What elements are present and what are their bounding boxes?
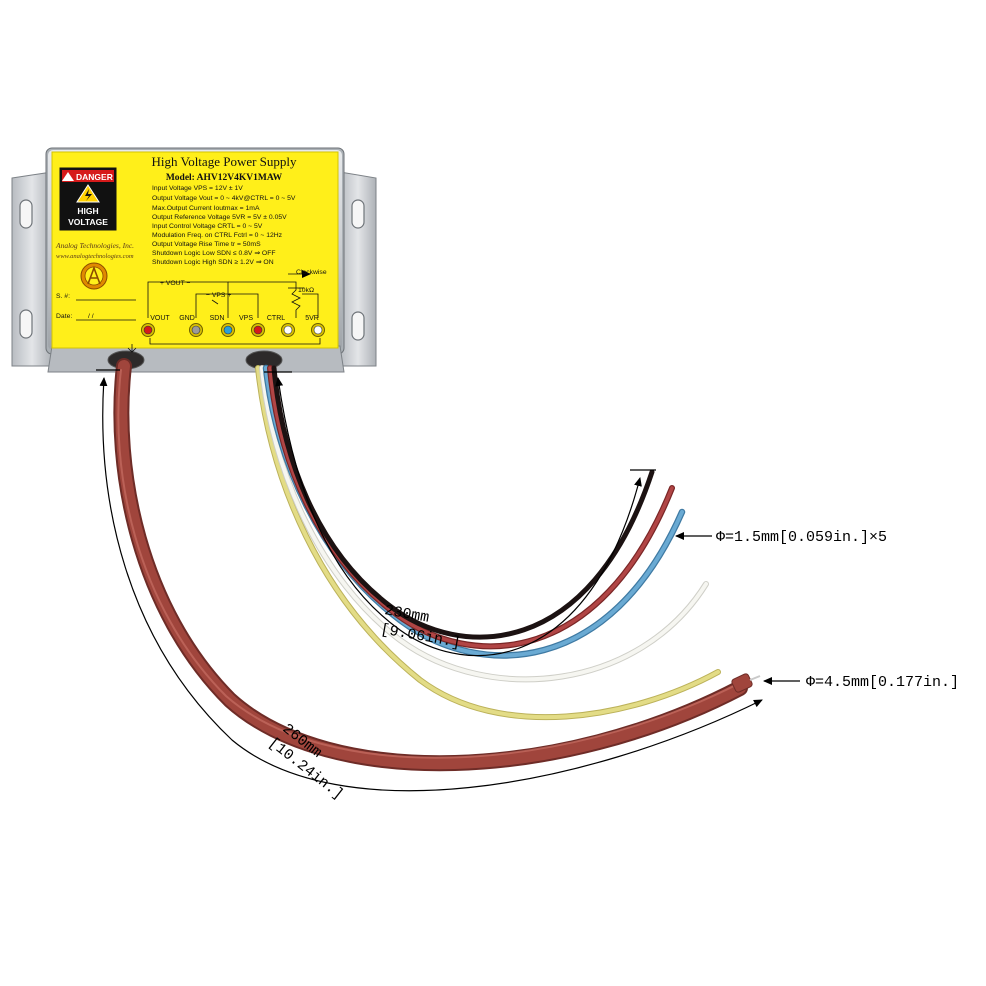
signal-diameter: Φ=1.5mm[0.059in.]×5 <box>716 529 887 546</box>
pin-terminal-core <box>223 325 233 335</box>
spec-line: Output Voltage Rise Time tr = 50mS <box>152 241 261 248</box>
pin-label: CTRL <box>267 315 285 322</box>
spec-line: Output Reference Voltage 5VR = 5V ± 0.05… <box>152 214 287 221</box>
wire-blue <box>262 364 686 659</box>
vps-bracket <box>195 293 259 318</box>
company-name: Analog Technologies, Inc. <box>55 241 134 250</box>
vps-bracket-label: − VPS + <box>206 292 231 299</box>
pin-terminal-core <box>283 325 293 335</box>
spec-line: Input Control Voltage CRTL = 0 ~ 5V <box>152 223 263 230</box>
spec-line: Max.Output Current Ioutmax = 1mA <box>152 205 260 212</box>
pin-label: GND <box>179 315 195 322</box>
5vr-link <box>302 293 319 318</box>
vout-bracket-label: + VOUT − <box>160 280 191 287</box>
enclosure-bottom-face <box>47 345 345 373</box>
label-model: Model: AHV12V4KV1MAW <box>166 173 283 183</box>
spec-line: Shutdown Logic High SDN ≥ 1.2V ⇒ ON <box>152 259 274 266</box>
pin-terminals <box>141 323 325 337</box>
pin-terminal-core <box>191 325 201 335</box>
hv-cable-conductor <box>749 675 761 681</box>
pin-terminal-core <box>253 325 263 335</box>
pin-terminal-core <box>143 325 153 335</box>
company-logo-icon <box>80 262 108 290</box>
hv-diameter: Φ=4.5mm[0.177in.] <box>806 674 959 691</box>
danger-header: DANGER <box>76 172 113 182</box>
company-website: www.analogtechnologies.com <box>56 253 134 260</box>
vout-bracket <box>147 281 229 318</box>
potentiometer <box>228 281 301 318</box>
pin-label: SDN <box>210 315 225 322</box>
label-title: High Voltage Power Supply <box>151 154 297 169</box>
wire-white <box>259 365 709 683</box>
pin-terminal-core <box>313 325 323 335</box>
wire-black <box>271 365 655 640</box>
dimension-annotations <box>96 369 800 792</box>
spec-line: Shutdown Logic Low SDN ≤ 0.8V ⇒ OFF <box>152 250 276 257</box>
mount-slot <box>19 199 33 229</box>
product-label: DANGER HIGH VOLTAGE High Voltage Power S… <box>51 151 339 353</box>
hv-exit-arrow <box>127 344 137 353</box>
danger-sign: DANGER HIGH VOLTAGE <box>59 167 117 231</box>
wire-red-core <box>268 366 674 649</box>
wire-white-core <box>260 366 708 682</box>
spec-line: Output Voltage Vout = 0 ~ 4kV@CTRL = 0 ~… <box>152 195 296 202</box>
pin-label: 5VR <box>305 315 319 322</box>
serial-label: S. #: <box>56 293 70 300</box>
terminal-bracket <box>149 338 321 345</box>
wire-blue-core <box>264 366 684 658</box>
pin-label: VOUT <box>150 315 170 322</box>
sdn-switch <box>211 299 219 305</box>
hv-length-dimension-line <box>99 377 763 792</box>
right-mounting-flange <box>339 171 377 367</box>
mount-slot <box>19 309 33 339</box>
potentiometer-label: 10kΩ <box>298 287 314 294</box>
pin-labels: VOUT GND SDN VPS CTRL 5VR <box>150 315 319 322</box>
hv-cable <box>113 358 761 772</box>
spec-line: Modulation Freq. on CTRL Fctrl = 0 ~ 12H… <box>152 232 283 239</box>
spec-line: Input Voltage VPS = 12V ± 1V <box>152 185 243 192</box>
date-slashes: / / <box>88 313 94 320</box>
danger-line1: HIGH <box>77 206 98 216</box>
wiring-schematic <box>147 270 319 318</box>
spec-list: Input Voltage VPS = 12V ± 1V Output Volt… <box>152 185 296 266</box>
wire-red <box>267 365 675 650</box>
danger-line2: VOLTAGE <box>68 217 108 227</box>
clockwise-label: Clockwise <box>296 269 327 276</box>
mount-slot <box>351 311 365 341</box>
mount-slot <box>351 199 365 229</box>
pin-label: VPS <box>239 315 253 322</box>
date-label: Date: <box>56 313 72 320</box>
warning-mini-icon <box>62 172 74 181</box>
